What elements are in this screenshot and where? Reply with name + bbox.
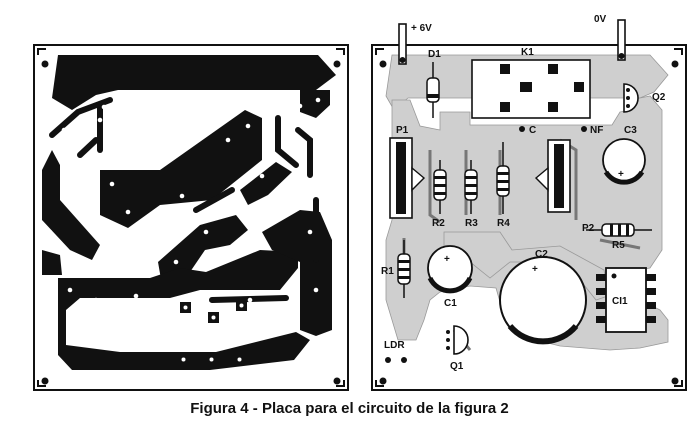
copper-side-panel <box>33 44 349 391</box>
ldr-pads <box>385 357 407 363</box>
label-r4: R4 <box>497 218 510 229</box>
square-pad-holes <box>181 303 244 362</box>
capacitor-c1: + <box>427 245 473 294</box>
resistor-r2 <box>433 160 447 214</box>
svg-text:+: + <box>532 264 538 275</box>
copper-corner-marks <box>37 48 345 387</box>
label-r3: R3 <box>465 218 478 229</box>
label-0v: 0V <box>594 14 607 25</box>
label-ci1: CI1 <box>612 296 628 307</box>
capacitor-c2: + <box>499 256 587 345</box>
transistor-q2 <box>623 83 639 113</box>
component-side-panel: + <box>371 14 687 391</box>
label-c: C <box>529 125 536 136</box>
label-c3: C3 <box>624 125 637 136</box>
mounting-hole <box>671 377 679 385</box>
resistor-r1 <box>397 240 411 298</box>
label-q2: Q2 <box>652 92 666 103</box>
mounting-hole <box>379 377 387 385</box>
component-corner-marks <box>375 48 683 387</box>
mounting-hole <box>379 60 387 68</box>
mounting-hole <box>41 377 49 385</box>
trimpot-p2 <box>534 139 571 213</box>
svg-text:+: + <box>618 169 624 180</box>
label-ldr: LDR <box>384 340 405 351</box>
svg-text:+: + <box>444 254 450 265</box>
ic-ci1 <box>596 267 656 333</box>
resistor-r3 <box>464 160 478 214</box>
label-nf: NF <box>590 125 603 136</box>
label-r5: R5 <box>612 240 625 251</box>
label-p2: P2 <box>582 223 595 234</box>
mounting-hole <box>333 60 341 68</box>
label-k1: K1 <box>521 47 534 58</box>
diode-d1 <box>426 62 440 118</box>
mounting-hole <box>41 60 49 68</box>
copper-pads-and-areas <box>42 55 336 370</box>
label-plus6v: + 6V <box>411 23 432 34</box>
figure-caption: Figura 4 - Placa para el circuito de la … <box>190 400 509 417</box>
label-c2: C2 <box>535 249 548 260</box>
relay-k1 <box>471 59 591 119</box>
label-q1: Q1 <box>450 361 464 372</box>
relay-nf-pad <box>581 126 587 132</box>
terminal-0v <box>617 19 626 61</box>
label-r2: R2 <box>432 218 445 229</box>
mounting-hole <box>671 60 679 68</box>
transistor-q1 <box>446 325 469 355</box>
label-d1: D1 <box>428 49 441 60</box>
label-r1: R1 <box>381 266 394 277</box>
resistor-r5 <box>586 223 652 237</box>
mounting-hole <box>333 377 341 385</box>
trimpot-p1 <box>389 137 426 219</box>
relay-c-pad <box>519 126 525 132</box>
resistor-r4 <box>496 142 510 214</box>
drill-holes <box>45 97 321 331</box>
label-c1: C1 <box>444 298 457 309</box>
label-p1: P1 <box>396 125 409 136</box>
terminal-plus6v <box>398 23 407 65</box>
capacitor-c3: + <box>602 138 646 185</box>
